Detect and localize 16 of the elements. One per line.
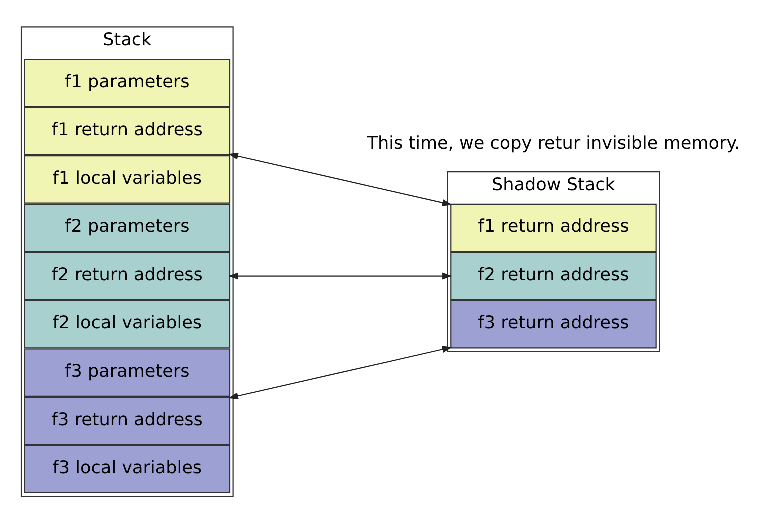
node-box: f3 parameters <box>24 348 231 397</box>
node-box: f2 local variables <box>24 300 231 349</box>
node-box: f3 return address <box>24 396 231 446</box>
node-box: f3 return address <box>450 300 657 349</box>
label: This time, we copy retur invisible memory. <box>367 134 740 154</box>
arrow <box>228 346 452 400</box>
node-box: f2 return address <box>24 252 231 300</box>
node-box: f2 return address <box>450 252 657 300</box>
node-box: f2 parameters <box>24 204 231 252</box>
node-box: f3 local variables <box>24 445 231 494</box>
node-box: f1 local variables <box>24 156 231 204</box>
node-box: f1 return address <box>450 204 657 252</box>
arrow <box>228 153 452 206</box>
arrow <box>228 272 452 280</box>
node-box: f1 parameters <box>24 59 231 108</box>
node-box: f1 return address <box>24 107 231 156</box>
